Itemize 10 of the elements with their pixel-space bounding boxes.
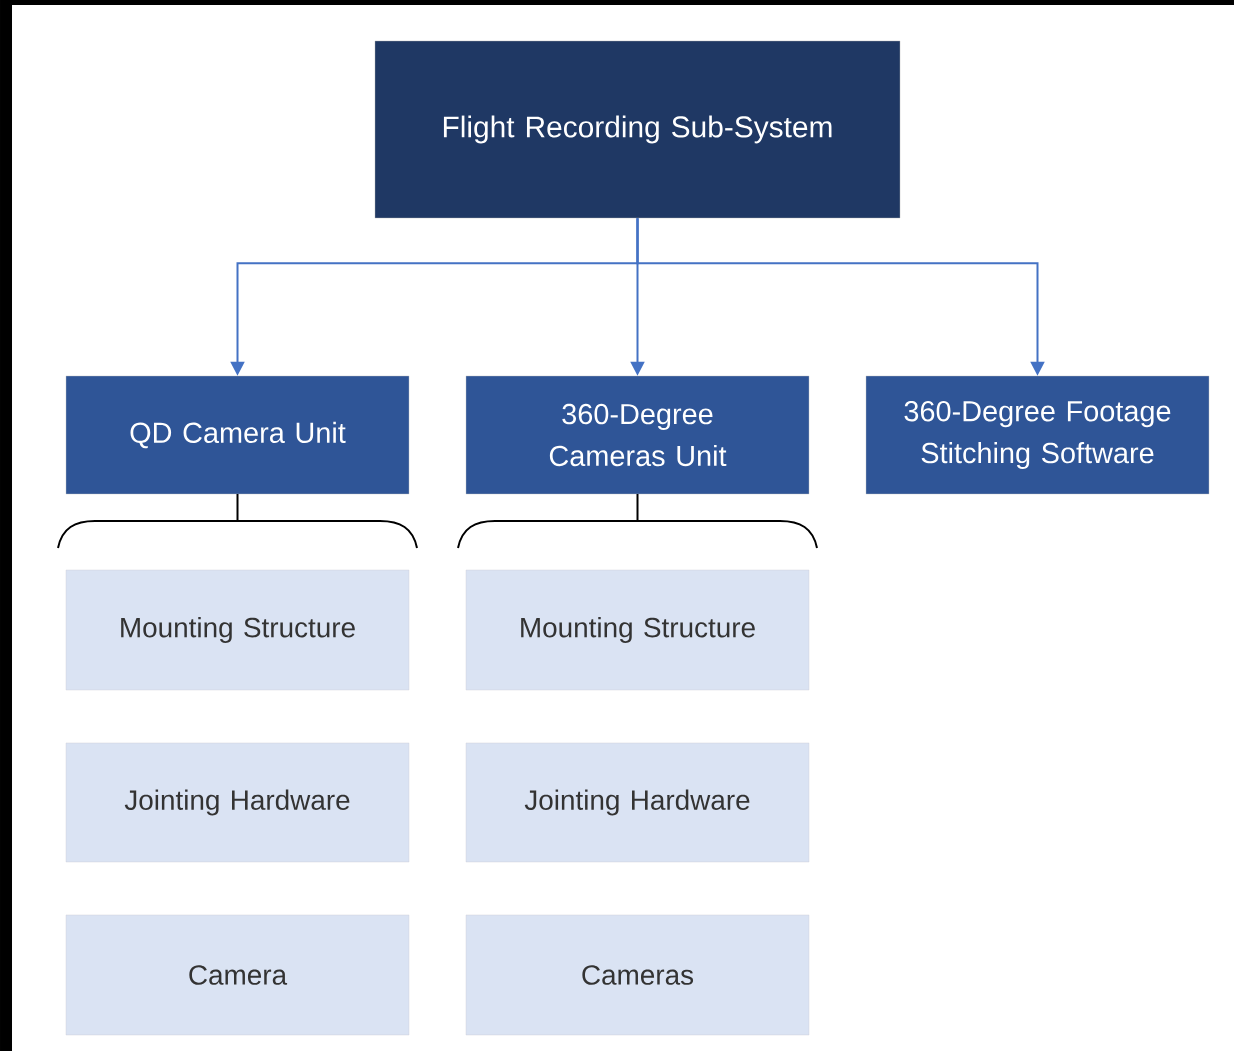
component-box: Mounting Structure <box>65 569 410 691</box>
unit-box: QD Camera Unit <box>65 375 410 495</box>
component-box: Jointing Hardware <box>465 742 810 863</box>
system-box: Flight Recording Sub-System <box>374 40 901 219</box>
unit-box: 360-Degree Footage Stitching Software <box>865 375 1210 495</box>
component-box: Camera <box>65 914 410 1036</box>
component-box: Cameras <box>465 914 810 1036</box>
component-box: Mounting Structure <box>465 569 810 691</box>
unit-box: 360-Degree Cameras Unit <box>465 375 810 495</box>
component-box: Jointing Hardware <box>65 742 410 863</box>
